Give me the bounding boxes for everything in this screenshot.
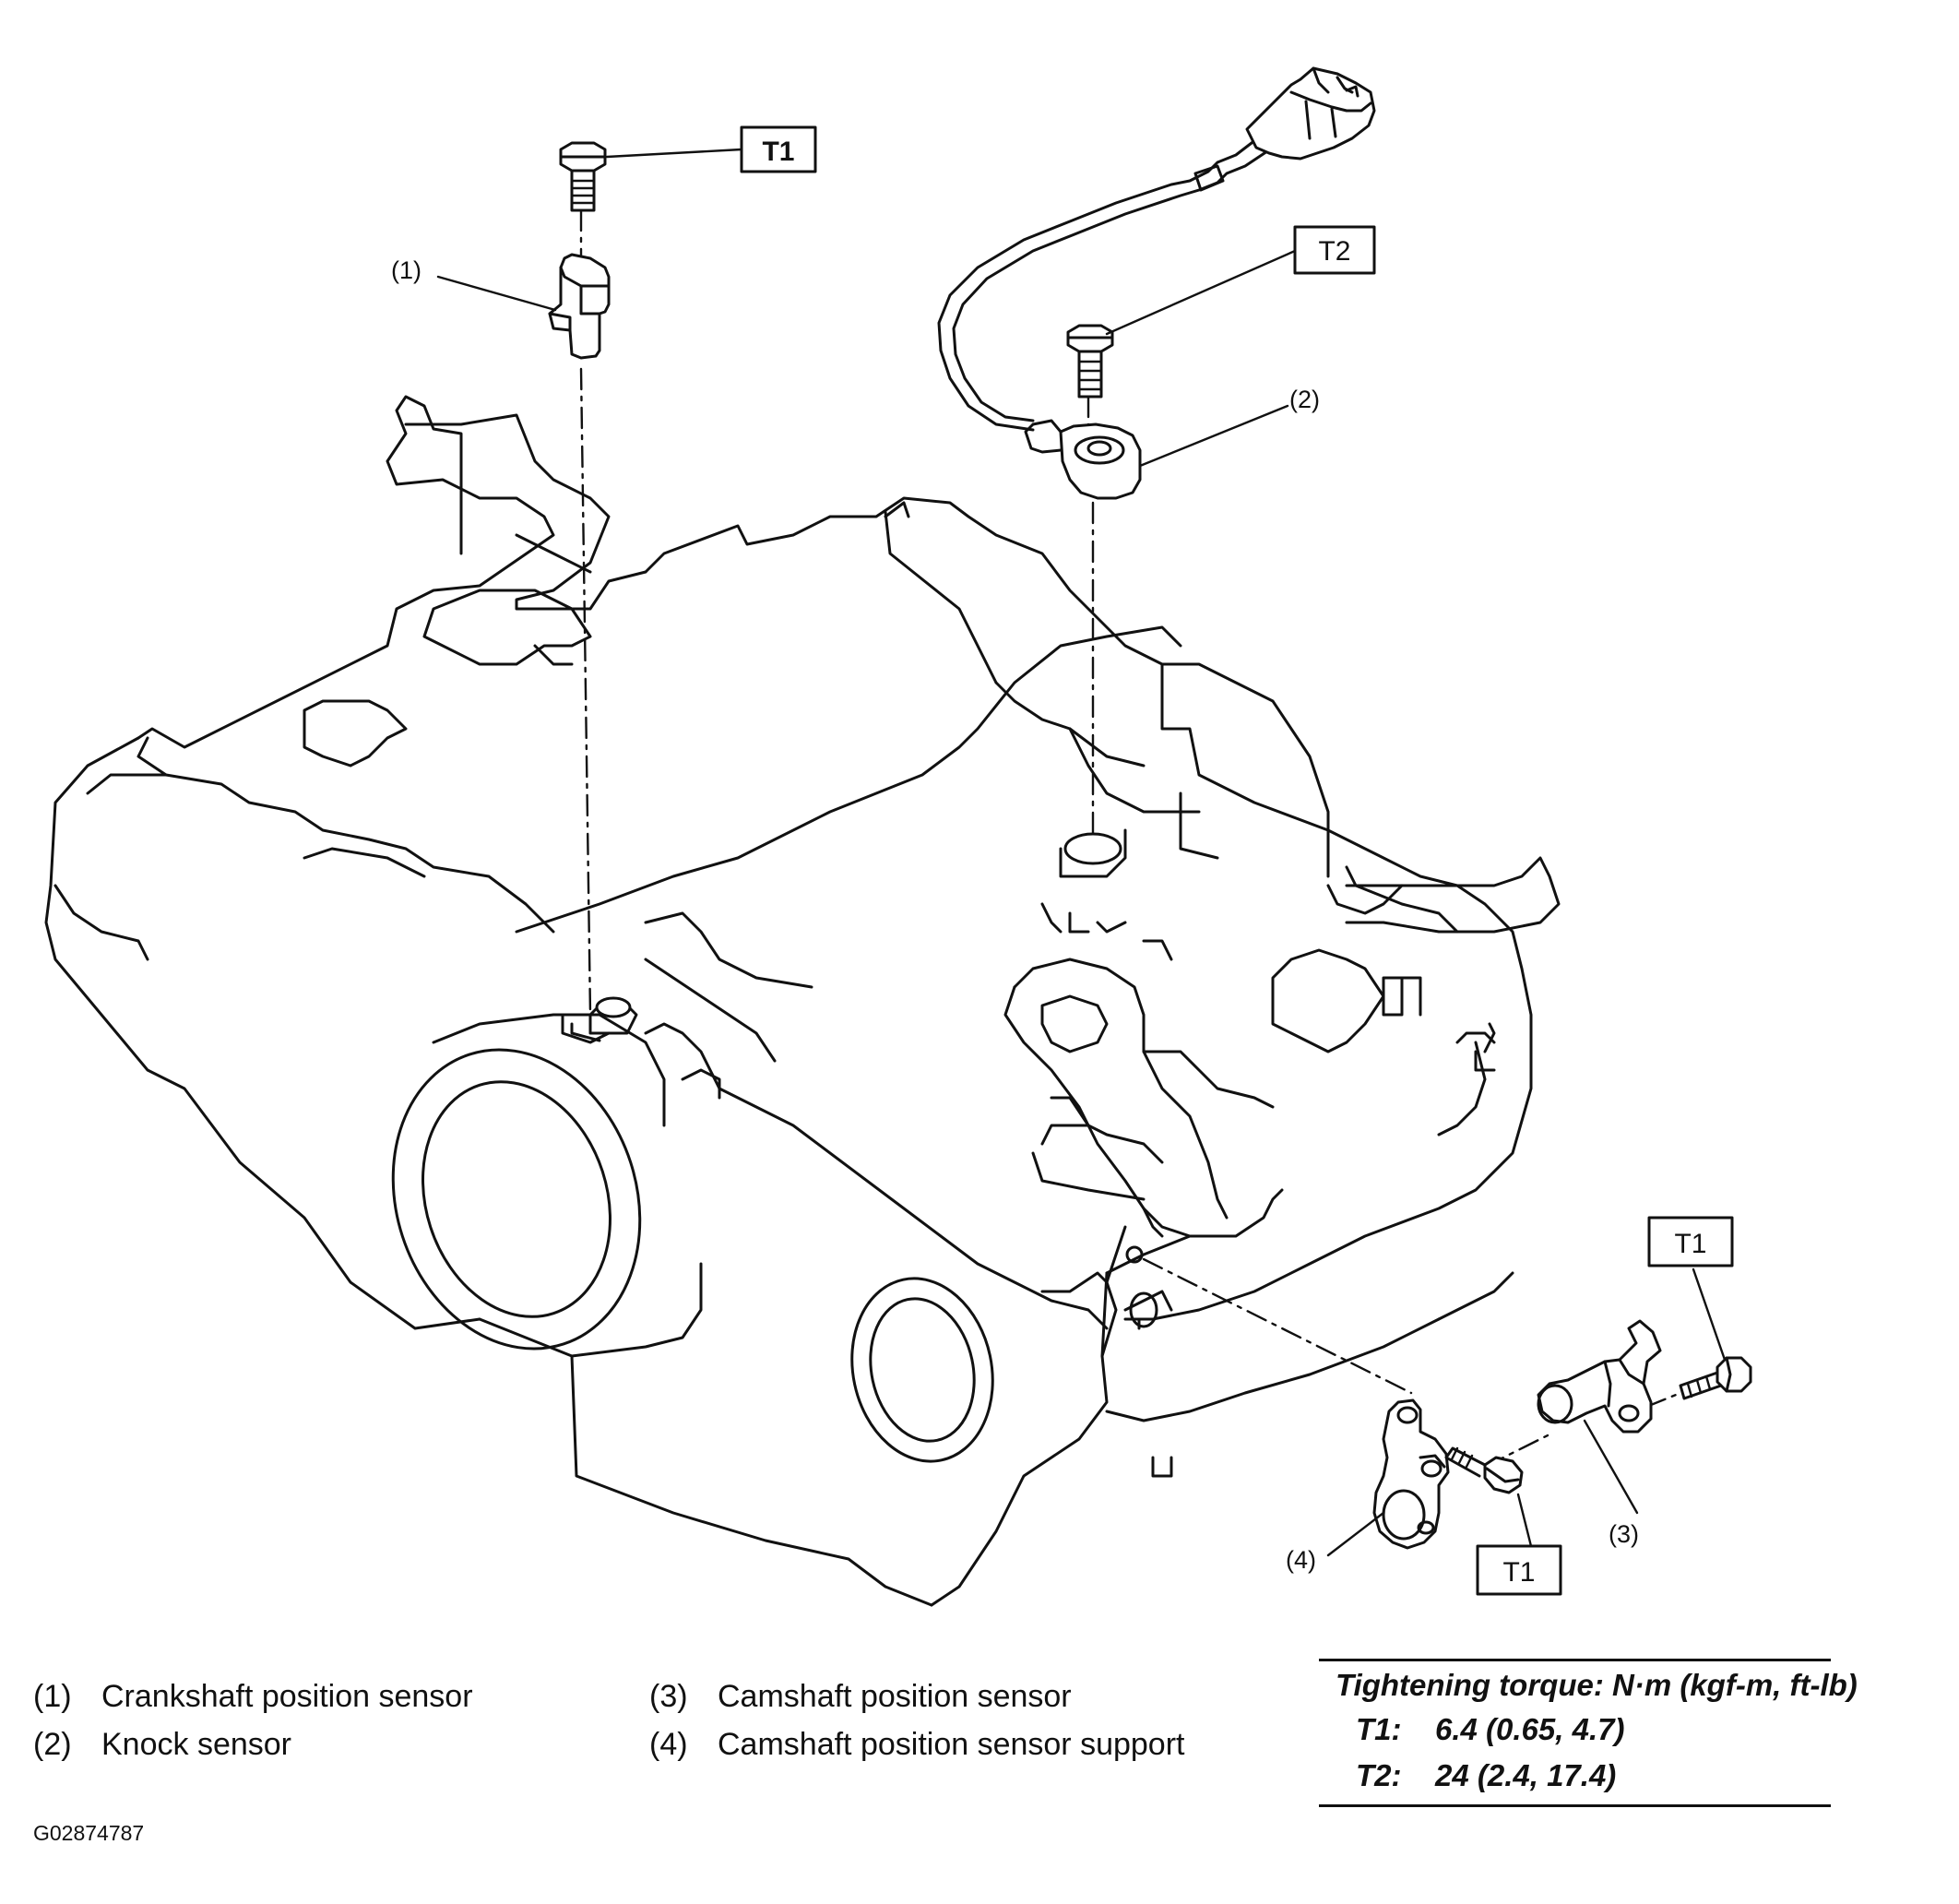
torque-row-t1-key: T1: bbox=[1356, 1712, 1402, 1746]
callout-2: (2) bbox=[1289, 386, 1320, 413]
crank-sensor-bolt bbox=[559, 141, 607, 212]
knock-sensor bbox=[937, 66, 1376, 500]
torque-table-top-rule bbox=[1319, 1659, 1831, 1661]
leader-right-t1 bbox=[1692, 1267, 1727, 1362]
torque-row-t2: T2: 24 (2.4, 17.4) bbox=[1356, 1758, 1616, 1793]
legend-item-3-number: (3) bbox=[649, 1679, 688, 1714]
leader-callout-2 bbox=[1138, 404, 1289, 468]
legend-item-1-label: Crankshaft position sensor bbox=[101, 1679, 473, 1714]
legend-item-2-label: Knock sensor bbox=[101, 1727, 291, 1762]
torque-box-t2: T2 bbox=[1293, 225, 1376, 275]
legend-item-3-label: Camshaft position sensor bbox=[718, 1679, 1072, 1714]
torque-box-bottom-t1-label: T1 bbox=[1502, 1557, 1535, 1588]
torque-row-t1-value: 6.4 (0.65, 4.7) bbox=[1435, 1712, 1625, 1746]
leader-callout-1 bbox=[436, 275, 557, 312]
callout-4: (4) bbox=[1286, 1546, 1316, 1574]
camshaft-position-sensor bbox=[1537, 1319, 1662, 1434]
leader-bottom-t1 bbox=[1516, 1493, 1533, 1548]
torque-table-bottom-rule bbox=[1319, 1804, 1831, 1807]
callout-3: (3) bbox=[1609, 1520, 1639, 1548]
assembly-line-block-to-support bbox=[1142, 1257, 1413, 1395]
camshaft-position-sensor-support bbox=[1372, 1398, 1450, 1550]
legend-item-2-number: (2) bbox=[33, 1727, 72, 1762]
crankshaft-position-sensor bbox=[548, 253, 611, 360]
support-bolt bbox=[1444, 1446, 1524, 1494]
legend-item-4-label: Camshaft position sensor support bbox=[718, 1727, 1185, 1762]
knock-sensor-bolt bbox=[1066, 324, 1114, 399]
leader-callout-4 bbox=[1326, 1511, 1385, 1557]
engine-block bbox=[44, 395, 1561, 1607]
assembly-lines bbox=[579, 208, 1682, 1469]
leader-t2 bbox=[1105, 249, 1297, 336]
leader-top-t1 bbox=[605, 148, 743, 159]
torque-row-t2-key: T2: bbox=[1356, 1758, 1402, 1792]
torque-row-t2-value: 24 (2.4, 17.4) bbox=[1435, 1758, 1617, 1792]
torque-box-t2-label: T2 bbox=[1318, 236, 1350, 267]
figure-id: G02874787 bbox=[33, 1821, 145, 1845]
torque-box-right-t1: T1 bbox=[1647, 1216, 1734, 1267]
assembly-line-crank-sensor-to-block bbox=[579, 367, 592, 1017]
torque-box-top-t1: T1 bbox=[740, 125, 817, 173]
torque-box-top-t1-label: T1 bbox=[762, 137, 794, 167]
legend-item-4-number: (4) bbox=[649, 1727, 688, 1762]
legend-item-1-number: (1) bbox=[33, 1679, 72, 1714]
callout-1: (1) bbox=[391, 256, 421, 284]
torque-box-right-t1-label: T1 bbox=[1674, 1229, 1706, 1259]
cam-sensor-bolt bbox=[1679, 1356, 1752, 1400]
leader-callout-3 bbox=[1583, 1419, 1639, 1515]
torque-row-t1: T1: 6.4 (0.65, 4.7) bbox=[1356, 1712, 1624, 1747]
leader-lines bbox=[436, 148, 1727, 1557]
torque-table-title: Tightening torque: N·m (kgf-m, ft-lb) bbox=[1336, 1668, 1858, 1702]
torque-box-bottom-t1: T1 bbox=[1476, 1544, 1562, 1596]
